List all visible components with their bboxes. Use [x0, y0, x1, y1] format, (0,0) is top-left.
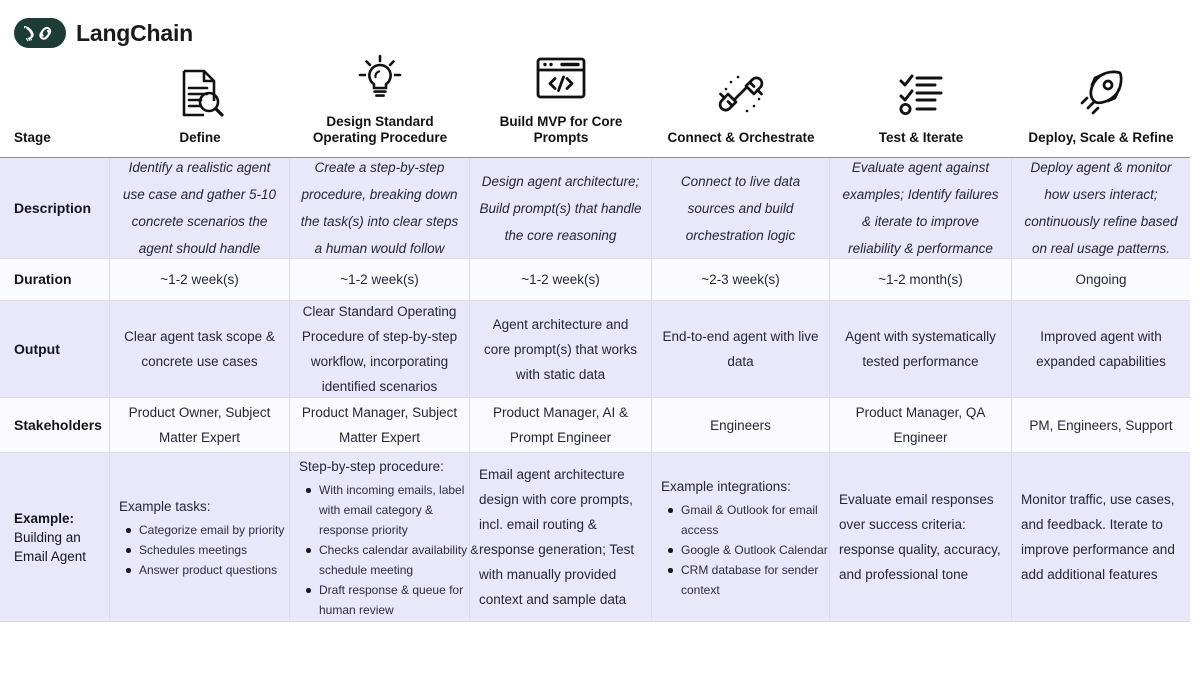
list-item: Schedules meetings — [126, 540, 300, 560]
langchain-parrot-link-icon — [14, 18, 66, 48]
table-cell: PM, Engineers, Support — [1029, 417, 1173, 433]
row-label-subtext: Building an Email Agent — [14, 529, 87, 564]
list-item: Gmail & Outlook for email access — [668, 500, 840, 540]
list-item: Categorize email by priority — [126, 520, 300, 540]
table-cell: Product Manager, QA Engineer — [830, 398, 1012, 452]
table-cell: Monitor traffic, use cases, and feedback… — [1012, 453, 1190, 621]
cell-text: Monitor traffic, use cases, and feedback… — [1021, 492, 1175, 582]
cell-intro: Example tasks: — [119, 499, 211, 514]
stage-table: Description Identify a realistic agent u… — [0, 157, 1190, 622]
table-cell: Deploy agent & monitor how users interac… — [1024, 160, 1178, 256]
row-label-text: Duration — [14, 271, 72, 287]
table-cell: Agent architecture and core prompt(s) th… — [470, 301, 652, 397]
list-item: Draft response & queue for human review — [306, 580, 480, 620]
stage-header-row: Stage Define — [0, 40, 1190, 156]
table-cell: Example tasks: Categorize email by prior… — [110, 453, 290, 621]
list-item: CRM database for sender context — [668, 560, 840, 600]
table-cell: Example integrations: Gmail & Outlook fo… — [652, 453, 830, 621]
table-cell: Evaluate agent against examples; Identif… — [830, 158, 1012, 258]
cell-intro: Example integrations: — [661, 479, 791, 494]
plug-connector-icon — [714, 66, 768, 122]
list-item: Google & Outlook Calendar — [668, 540, 840, 560]
table-row: Description Identify a realistic agent u… — [0, 158, 1190, 259]
checklist-icon — [896, 66, 946, 122]
table-cell: End-to-end agent with live data — [652, 301, 830, 397]
column-header-label: Test & Iterate — [878, 130, 964, 145]
table-cell: Engineers — [652, 398, 830, 452]
cell-text: Email agent architecture design with cor… — [479, 467, 635, 607]
column-header-label: Deploy, Scale & Refine — [1028, 130, 1174, 145]
table-cell: Product Manager, Subject Matter Expert — [290, 398, 470, 452]
column-header-define: Define — [110, 40, 290, 156]
cell-text: Evaluate email responses over success cr… — [839, 492, 1001, 582]
stage-header-cell: Stage — [0, 40, 110, 156]
column-header-deploy-scale-refine: Deploy, Scale & Refine — [1012, 40, 1190, 156]
brand-logo: LangChain — [14, 18, 193, 48]
list-item: Answer product questions — [126, 560, 300, 580]
table-cell: Step-by-step procedure: With incoming em… — [290, 453, 478, 621]
table-cell: Product Manager, AI & Prompt Engineer — [470, 398, 652, 452]
table-cell: Clear Standard Operating Procedure of st… — [290, 301, 470, 397]
table-cell: ~1-2 week(s) — [110, 259, 290, 300]
table-row: Output Clear agent task scope & concrete… — [0, 301, 1190, 398]
row-label-text: Output — [14, 340, 60, 357]
rocket-icon — [1074, 66, 1128, 122]
table-cell: Create a step-by-step procedure, breakin… — [290, 158, 470, 258]
table-row: Example: Building an Email Agent Example… — [0, 453, 1190, 621]
row-label-text: Stakeholders — [14, 416, 102, 433]
bullet-list: Gmail & Outlook for email access Google … — [661, 500, 840, 600]
table-cell: Agent with systematically tested perform… — [830, 301, 1012, 397]
column-header-label: Connect & Orchestrate — [667, 130, 815, 145]
row-label: Description — [0, 158, 110, 258]
row-label-text: Description — [14, 199, 92, 216]
bullet-list: With incoming emails, label with email c… — [299, 480, 480, 620]
cell-intro: Step-by-step procedure: — [299, 459, 444, 474]
table-row: Duration ~1-2 week(s) ~1-2 week(s) ~1-2 … — [0, 259, 1190, 301]
table-cell: Design agent architecture; Build prompt(… — [470, 158, 652, 258]
stage-header-label: Stage — [14, 130, 51, 145]
row-label: Stakeholders — [0, 398, 110, 452]
row-label: Example: Building an Email Agent — [0, 453, 110, 621]
row-label: Duration — [0, 259, 110, 300]
table-cell: Connect to live data sources and build o… — [652, 158, 830, 258]
table-cell: Email agent architecture design with cor… — [470, 453, 652, 621]
column-header-test-iterate: Test & Iterate — [830, 40, 1012, 156]
table-cell: ~1-2 week(s) — [290, 259, 470, 300]
table-cell: ~1-2 week(s) — [470, 259, 652, 300]
row-label-text: Example: — [14, 510, 75, 526]
row-label: Output — [0, 301, 110, 397]
lightbulb-icon — [354, 50, 406, 106]
bullet-list: Categorize email by priority Schedules m… — [119, 520, 300, 580]
table-cell: Ongoing — [1075, 272, 1127, 287]
list-item: Checks calendar availability & schedule … — [306, 540, 480, 580]
column-header-design-sop: Design Standard Operating Procedure — [290, 40, 470, 156]
document-search-icon — [176, 66, 224, 122]
table-cell: Identify a realistic agent use case and … — [110, 158, 290, 258]
column-header-connect-orchestrate: Connect & Orchestrate — [652, 40, 830, 156]
brand-name: LangChain — [76, 19, 194, 46]
table-cell: Clear agent task scope & concrete use ca… — [110, 301, 290, 397]
table-cell: Evaluate email responses over success cr… — [830, 453, 1012, 621]
code-window-icon — [534, 50, 588, 106]
column-header-label: Build MVP for Core Prompts — [499, 114, 623, 145]
table-row: Stakeholders Product Owner, Subject Matt… — [0, 398, 1190, 453]
list-item: With incoming emails, label with email c… — [306, 480, 480, 540]
table-cell: ~1-2 month(s) — [830, 259, 1012, 300]
table-cell: Improved agent with expanded capabilitie… — [1036, 329, 1166, 369]
column-header-label: Design Standard Operating Procedure — [312, 114, 448, 145]
column-header-label: Define — [179, 130, 221, 145]
table-cell: Product Owner, Subject Matter Expert — [110, 398, 290, 452]
table-cell: ~2-3 week(s) — [652, 259, 830, 300]
column-header-build-mvp: Build MVP for Core Prompts — [470, 40, 652, 156]
